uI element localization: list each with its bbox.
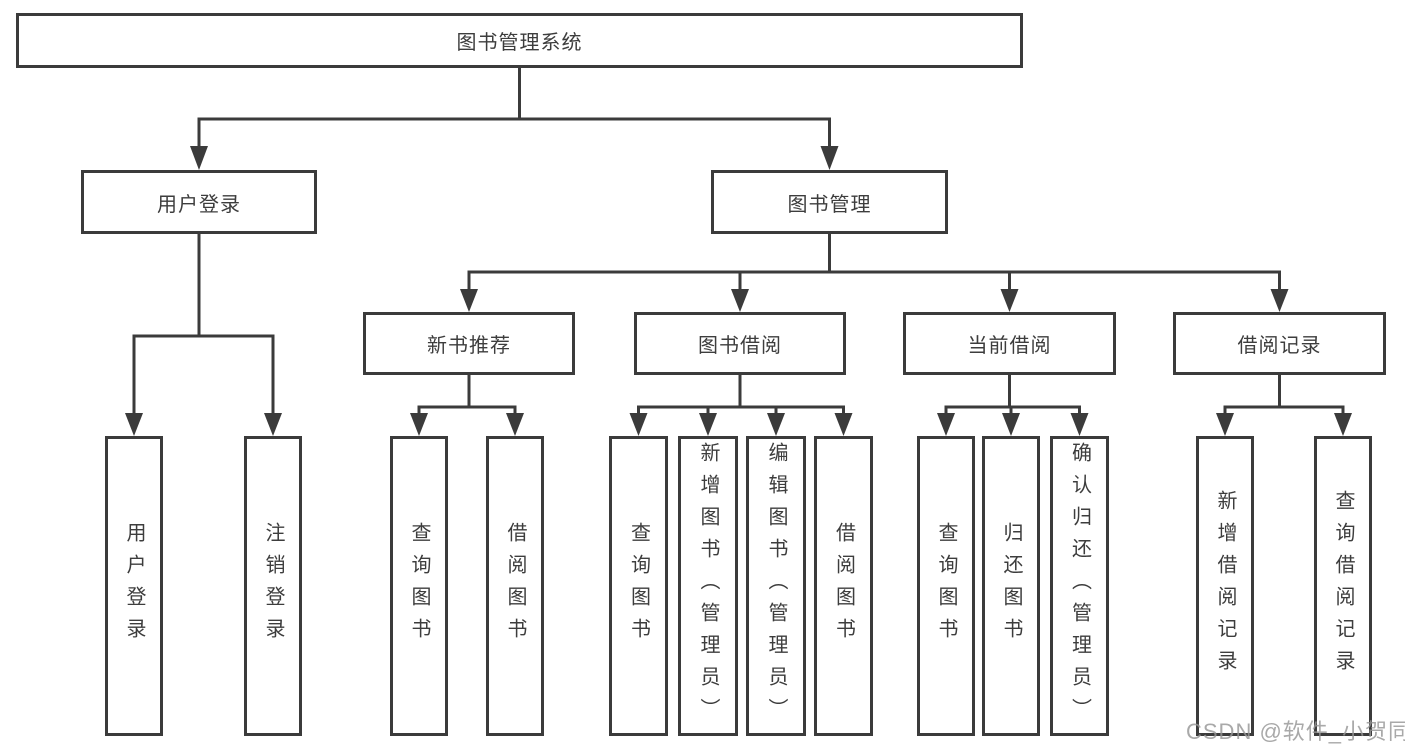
- leaf-borrowing-query-book: 查询图书: [609, 436, 668, 736]
- csdn-watermark: CSDN @软件_小贺同学: [1186, 719, 1405, 744]
- connector-records-branch: [1223, 405, 1345, 413]
- leaf-add-borrow-record: 新增借阅记录: [1196, 436, 1254, 736]
- connector-rec-branch: [417, 405, 517, 413]
- leaf-add-book-admin: 新增图书（管理员）: [678, 436, 738, 736]
- leaf-query-borrow-record: 查询借阅记录: [1314, 436, 1372, 736]
- leaf-logout: 注销登录: [244, 436, 302, 736]
- leaf-current-query-book: 查询图书: [917, 436, 975, 736]
- node-root: 图书管理系统: [16, 13, 1023, 68]
- connector-root-branch: [197, 117, 831, 146]
- node-user-login: 用户登录: [81, 170, 317, 234]
- node-book-borrowing: 图书借阅: [634, 312, 846, 375]
- connector-current-branch: [944, 405, 1081, 413]
- node-borrow-records: 借阅记录: [1173, 312, 1386, 375]
- leaf-recommend-query-book: 查询图书: [390, 436, 448, 736]
- node-new-book-recommend: 新书推荐: [363, 312, 575, 375]
- leaf-edit-book-admin: 编辑图书（管理员）: [746, 436, 806, 736]
- leaf-user-login: 用户登录: [105, 436, 163, 736]
- leaf-recommend-borrow-book: 借阅图书: [486, 436, 544, 736]
- leaf-return-book: 归还图书: [982, 436, 1040, 736]
- connector-userlogin-branch: [132, 334, 275, 413]
- connector-bookmgmt-branch: [467, 270, 1281, 289]
- connector-borrow-branch: [637, 405, 845, 413]
- leaf-confirm-return-admin: 确认归还（管理员）: [1050, 436, 1109, 736]
- leaf-borrowing-borrow-book: 借阅图书: [814, 436, 873, 736]
- node-book-management: 图书管理: [711, 170, 948, 234]
- node-current-borrowing: 当前借阅: [903, 312, 1116, 375]
